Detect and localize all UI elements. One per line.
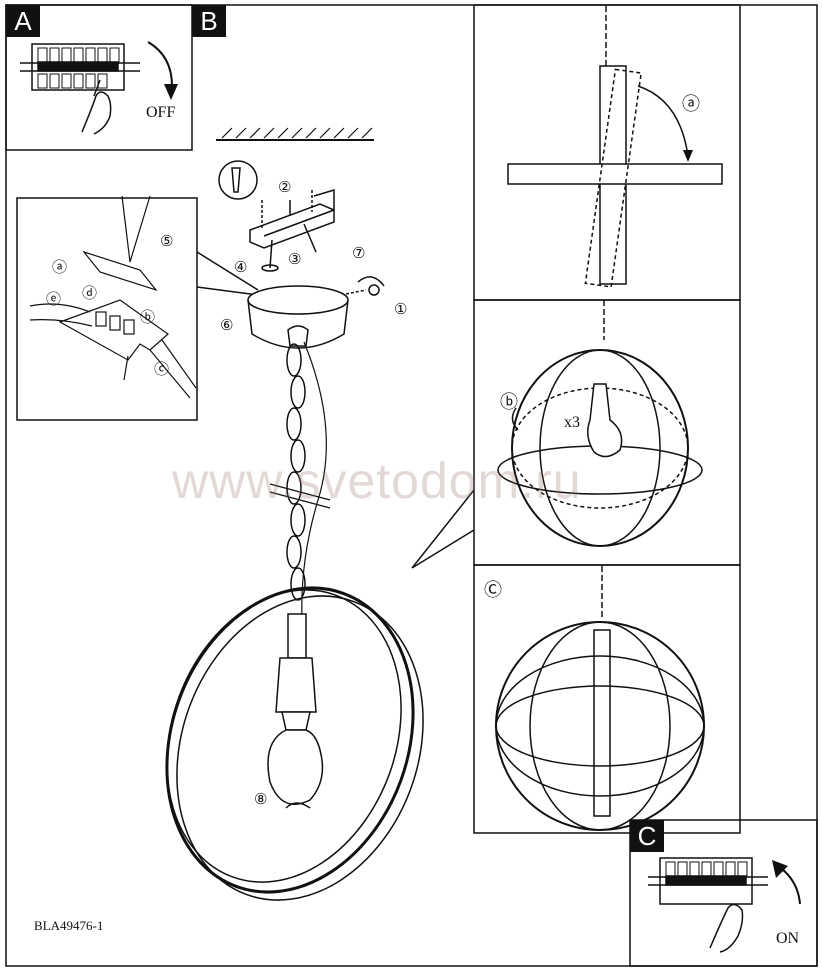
step-2-label: ②: [278, 178, 292, 196]
panel-c-tab: C: [630, 820, 664, 852]
wire-d-label: ⓓ: [82, 284, 98, 302]
panel-a-tab: A: [6, 5, 40, 37]
breaker-off-illustration: [20, 41, 178, 135]
suspension-chain: [269, 341, 331, 621]
canopy: [247, 276, 385, 349]
wire-e-label: ⓔ: [46, 290, 62, 308]
step-a-marker: ⓐ: [682, 94, 700, 115]
wire-c-label: ⓒ: [154, 360, 170, 378]
step-a-illustration: [507, 6, 723, 288]
on-label: ON: [776, 930, 800, 947]
watermark: www.svetodom.ru: [172, 453, 582, 509]
step-c-marker: Ⓒ: [484, 580, 502, 601]
step-1-label: ①: [394, 300, 408, 318]
wiring-detail-frame: [16, 197, 198, 421]
panel-c-frame: [629, 819, 818, 967]
panel-b-tab: B: [192, 5, 226, 37]
bulb-count-label: x3: [564, 414, 580, 431]
step-7-label: ⑦: [352, 244, 366, 262]
document-code: BLA49476-1: [34, 918, 104, 933]
callout-pointer: [411, 489, 475, 569]
panel-a-frame: [5, 4, 193, 151]
outer-frame: [5, 4, 818, 967]
terminal-block-detail: [29, 195, 197, 399]
lamp-ring: [165, 586, 424, 901]
panel-step-c-frame: [473, 564, 741, 834]
breaker-on-illustration: [648, 857, 801, 953]
step-3-label: ③: [288, 250, 302, 268]
panel-step-a-frame: [473, 4, 741, 301]
step-b-illustration: [497, 300, 703, 547]
ceiling-hatch: [216, 127, 374, 141]
step-6-label: ⑥: [220, 316, 234, 334]
step-b-marker: ⓑ: [500, 392, 518, 413]
wire-b-label: ⓑ: [140, 308, 156, 326]
step-8-label: ⑧: [254, 790, 268, 808]
step-c-illustration: [495, 566, 705, 831]
off-label: OFF: [146, 104, 176, 121]
wire-a-label: ⓐ: [52, 258, 68, 276]
step-4-label: ④: [234, 258, 248, 276]
step-5-label: ⑤: [160, 232, 174, 250]
